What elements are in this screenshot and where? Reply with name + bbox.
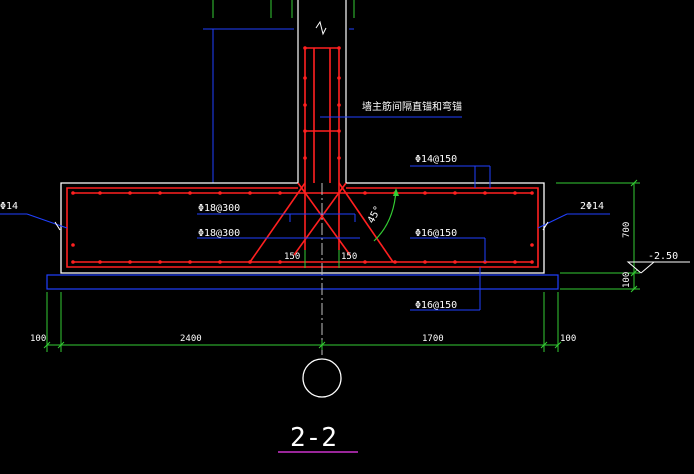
rebar-label-top-right: Φ14@150 <box>415 154 457 165</box>
rebar-label-left-edge: Φ14 <box>0 201 18 212</box>
section-title: 2-2 <box>290 423 337 453</box>
upper-column-lines <box>212 0 355 18</box>
wall-outline <box>297 0 347 183</box>
rebar-label-bottom-right-b: Φ16@150 <box>415 300 457 311</box>
dim-right-overhang: 100 <box>560 334 576 344</box>
dim-left-overhang: 100 <box>30 334 46 344</box>
footing-rebar <box>66 182 539 268</box>
cushion-dim-label: 100 <box>622 272 632 288</box>
dim-right-span: 1700 <box>422 334 444 344</box>
footing-rebar-dots <box>71 191 534 264</box>
rebar-label-inner-b: Φ18@300 <box>198 228 240 239</box>
cushion-layer <box>46 274 559 290</box>
local-dim-left: 150 <box>284 252 300 262</box>
wall-rebar-dots <box>303 46 341 160</box>
dim-left-span: 2400 <box>180 334 202 344</box>
footing-outline <box>60 182 545 274</box>
leader-ticks <box>54 221 549 231</box>
rebar-label-bottom-right-a: Φ16@150 <box>415 228 457 239</box>
axis-bubble <box>302 358 342 398</box>
elevation-label: -2.50 <box>648 251 678 262</box>
local-dimension-lines <box>304 250 340 268</box>
height-dim-label: 700 <box>622 222 632 238</box>
elevation-marker <box>626 261 690 274</box>
wall-rebar <box>304 47 340 250</box>
hidden-column-lines <box>203 28 354 183</box>
local-dim-right: 150 <box>341 252 357 262</box>
horizontal-dimension-lines <box>43 292 562 352</box>
rebar-label-inner-a: Φ18@300 <box>198 203 240 214</box>
angle-arrow <box>393 188 399 196</box>
vertical-dimension-lines <box>556 179 640 293</box>
leader-lines <box>0 116 610 311</box>
rebar-label-right-edge: 2Φ14 <box>580 201 604 212</box>
angle-label: 45° <box>366 204 384 225</box>
wall-break-mark <box>315 20 327 36</box>
wall-note-label: 墙主筋间隔直锚和弯锚 <box>362 100 462 113</box>
